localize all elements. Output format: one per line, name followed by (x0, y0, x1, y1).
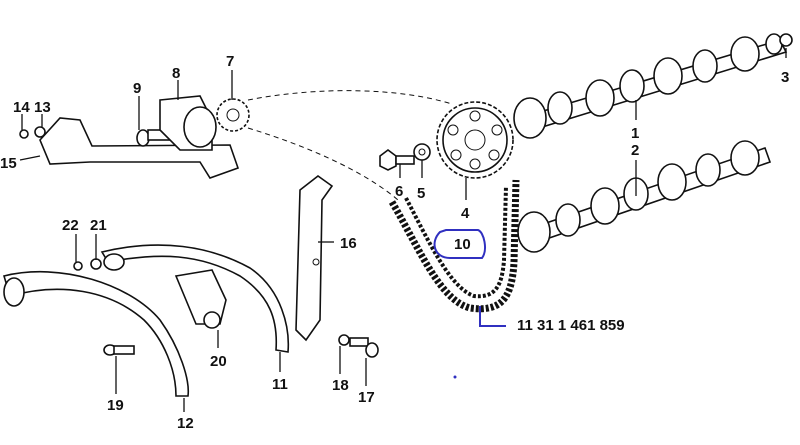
stray-dot (453, 375, 457, 379)
bolt-19 (103, 344, 135, 356)
label-8: 8 (172, 65, 180, 82)
label-9: 9 (133, 80, 141, 97)
highlight-circle-10 (433, 229, 486, 259)
guide-rail-16 (295, 175, 334, 342)
label-5: 5 (417, 185, 425, 202)
leader-lines (19, 48, 787, 412)
camshaft-upper (513, 33, 788, 139)
label-14: 14 (13, 99, 30, 116)
label-10: 10 (454, 236, 471, 253)
highlight-bracket (479, 306, 506, 327)
label-3: 3 (781, 69, 789, 86)
washer-18 (338, 334, 350, 346)
label-11: 11 (272, 376, 288, 393)
timing-chain-10 (388, 179, 520, 313)
pivot-20 (174, 269, 227, 329)
camshaft-lower (517, 140, 772, 253)
guide-rail-15 (39, 117, 240, 179)
label-17: 17 (358, 389, 375, 406)
label-18: 18 (332, 377, 349, 394)
guide-rail-11 (100, 244, 290, 353)
tensioner-8 (159, 95, 217, 151)
washer-14 (19, 129, 29, 139)
label-15: 15 (0, 155, 17, 172)
sprocket-4 (436, 101, 514, 179)
label-22: 22 (62, 217, 79, 234)
sprocket-7 (216, 98, 250, 132)
label-21: 21 (90, 217, 107, 234)
label-19: 19 (107, 397, 124, 414)
washer-13 (34, 126, 46, 138)
nut-3 (779, 33, 793, 47)
bolt-6 (379, 149, 415, 171)
label-1: 1 (631, 125, 639, 142)
label-7: 7 (226, 53, 234, 70)
label-6: 6 (395, 183, 403, 200)
label-12: 12 (177, 415, 194, 432)
bolt-17 (349, 337, 379, 358)
tensioner-rail-12 (2, 270, 190, 397)
washer-22 (73, 261, 83, 271)
label-13: 13 (34, 99, 51, 116)
label-16: 16 (340, 235, 357, 252)
part-number: 11 31 1 461 859 (517, 317, 625, 334)
label-20: 20 (210, 353, 227, 370)
label-4: 4 (461, 205, 470, 222)
label-2: 2 (631, 142, 639, 159)
washer-21 (90, 258, 102, 270)
washer-5 (413, 143, 431, 161)
